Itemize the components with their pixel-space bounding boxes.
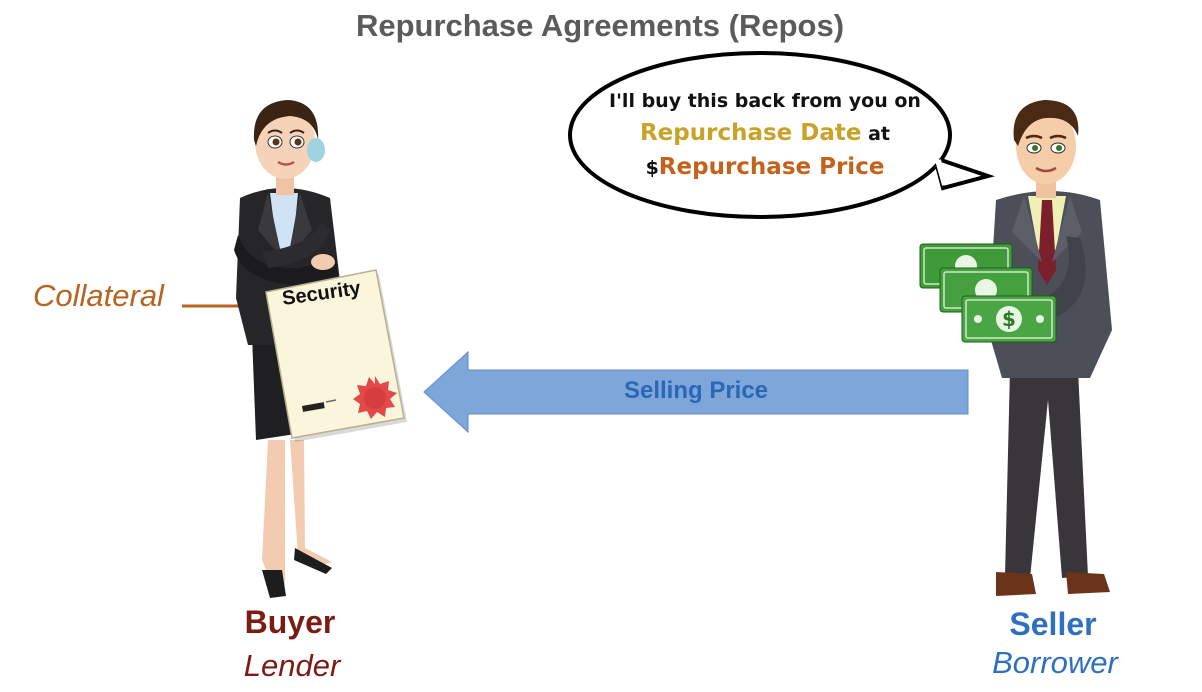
seller-role: Seller — [1009, 606, 1097, 642]
collateral-label: Collateral — [33, 278, 164, 313]
diagram-title: Repurchase Agreements (Repos) — [355, 8, 845, 43]
speech-bubble — [568, 51, 995, 219]
buyer-subtitle: Lender — [243, 648, 341, 683]
speech-line-2: Repurchase Date at — [590, 120, 940, 146]
speech-line-1: I'll buy this back from you on — [590, 90, 940, 112]
speech-line-3: $Repurchase Price — [590, 154, 940, 180]
dollar-icon: $ — [1002, 307, 1016, 331]
repurchase-price-text: Repurchase Price — [658, 154, 885, 180]
money-stacks: $ — [919, 243, 1057, 343]
dollar-sign-text: $ — [645, 157, 659, 179]
seal-icon — [353, 376, 397, 419]
buyer-role: Buyer — [244, 604, 336, 640]
repurchase-date-text: Repurchase Date — [639, 120, 862, 146]
security-certificate — [265, 269, 407, 442]
selling-price-arrow — [423, 350, 969, 434]
speech-text-at: at — [861, 123, 891, 145]
seller-subtitle: Borrower — [992, 645, 1118, 680]
seller-figure — [988, 100, 1112, 596]
selling-price-label: Selling Price — [623, 377, 769, 404]
speech-text-1: I'll buy this back from you on — [609, 90, 921, 112]
